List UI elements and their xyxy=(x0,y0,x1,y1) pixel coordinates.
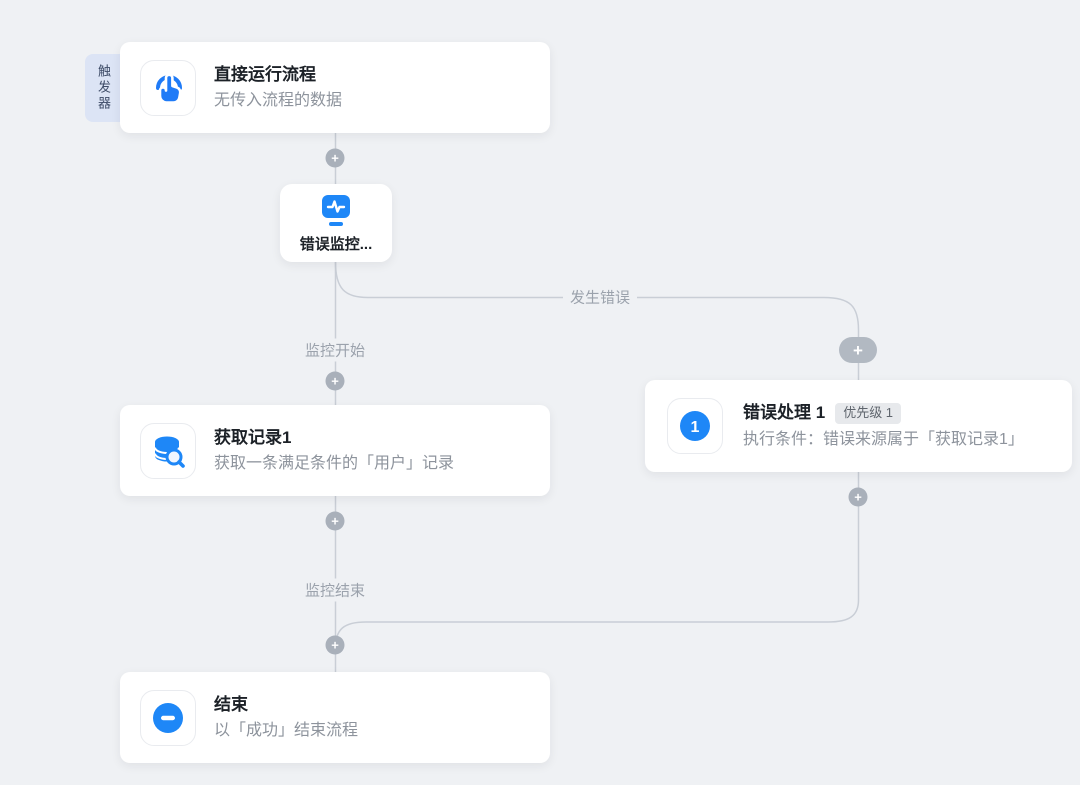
node-title: 结束 xyxy=(214,694,248,714)
database-search-icon xyxy=(140,422,196,479)
add-node-button-after-getrecord[interactable]: + xyxy=(325,511,345,531)
edge-errorhandler-merge xyxy=(334,472,860,649)
node-subtitle: 无传入流程的数据 xyxy=(214,92,343,110)
icon-number-text: 1 xyxy=(691,419,700,436)
node-end[interactable]: 结束 以「成功」结束流程 xyxy=(120,672,550,763)
add-node-button-before-end[interactable]: + xyxy=(325,635,345,655)
node-title: 错误处理 1 xyxy=(743,403,826,423)
monitor-pulse-icon xyxy=(317,192,355,228)
node-error-handler[interactable]: 1 错误处理 1 优先级 1 执行条件：错误来源属于「获取记录1」 xyxy=(645,380,1072,472)
edge-label-monitor-start: 监控开始 xyxy=(297,338,373,362)
minus-circle-icon xyxy=(140,689,196,746)
priority-badge: 优先级 1 xyxy=(835,402,902,424)
node-trigger[interactable]: 直接运行流程 无传入流程的数据 xyxy=(120,42,550,133)
node-subtitle: 执行条件：错误来源属于「获取记录1」 xyxy=(743,430,1024,448)
add-node-button-after-errorhandler[interactable]: + xyxy=(848,487,868,507)
add-node-button-error-branch[interactable]: + xyxy=(839,337,877,363)
node-subtitle: 获取一条满足条件的「用户」记录 xyxy=(214,455,455,473)
node-title: 直接运行流程 xyxy=(214,64,316,84)
add-node-button-before-getrecord[interactable]: + xyxy=(325,371,345,391)
number-one-icon: 1 xyxy=(667,398,723,454)
node-subtitle: 以「成功」结束流程 xyxy=(214,722,359,740)
node-title: 获取记录1 xyxy=(214,427,292,447)
node-error-monitor[interactable]: 错误监控... xyxy=(280,184,392,262)
edge-error-branch xyxy=(334,261,860,380)
trigger-group-tab: 触发器 xyxy=(85,54,122,122)
edge-label-error-branch: 发生错误 xyxy=(562,285,638,309)
tap-hand-icon xyxy=(140,59,196,116)
node-title: 错误监控... xyxy=(299,236,373,253)
edge-label-monitor-end: 监控结束 xyxy=(297,578,373,602)
add-node-button-after-trigger[interactable]: + xyxy=(325,148,345,168)
node-get-record[interactable]: 获取记录1 获取一条满足条件的「用户」记录 xyxy=(120,405,550,496)
